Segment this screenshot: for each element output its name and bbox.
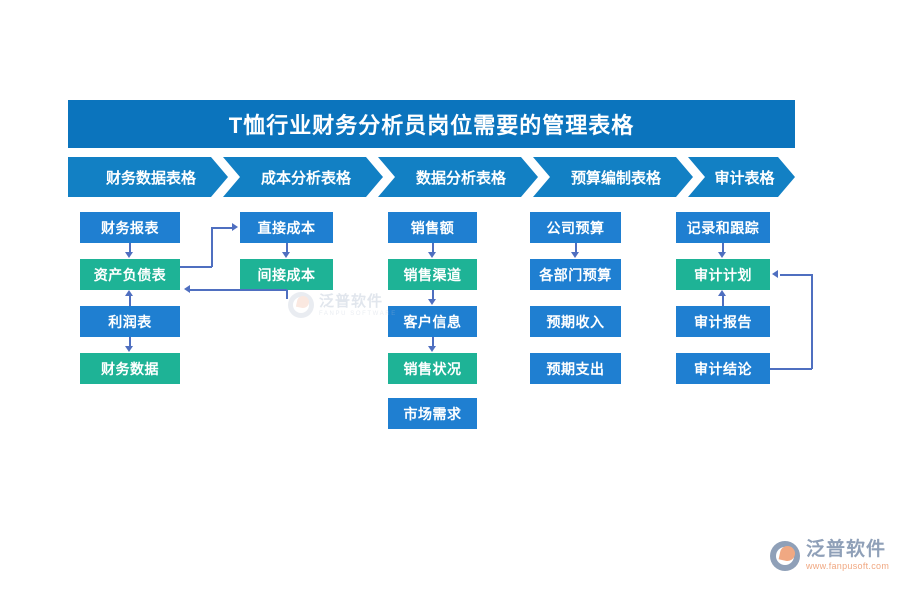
brand-logo: 泛普软件 www.fanpusoft.com xyxy=(770,540,889,571)
arrowhead-c5-1 xyxy=(718,252,726,258)
chevron-label-5: 审计表格 xyxy=(714,169,775,187)
node-label: 市场需求 xyxy=(403,405,462,422)
connector-bs-to-dc-h2 xyxy=(211,227,233,229)
arrowhead-c1-2 xyxy=(125,290,133,296)
node-gebumenyusuan[interactable]: 各部门预算 xyxy=(530,259,621,290)
node-label: 记录和跟踪 xyxy=(686,219,760,236)
node-label: 审计计划 xyxy=(694,266,752,283)
category-chevron-row: 财务数据表格 成本分析表格 数据分析表格 预算编制表格 审计表格 xyxy=(68,157,795,197)
connector-bs-to-dc-h1 xyxy=(180,266,212,268)
node-zichanfuzhaibiao[interactable]: 资产负债表 xyxy=(80,259,180,290)
diagram-title-banner: T恤行业财务分析员岗位需要的管理表格 xyxy=(68,100,795,148)
node-xiaoshoue[interactable]: 销售额 xyxy=(388,212,477,243)
connector-jc-to-bs-h xyxy=(190,289,287,291)
node-kehuxinxi[interactable]: 客户信息 xyxy=(388,306,477,337)
node-label: 客户信息 xyxy=(403,313,462,330)
node-shenjibaogao[interactable]: 审计报告 xyxy=(676,306,770,337)
connector-c5-loop-h1 xyxy=(770,368,812,370)
node-yuqishouru[interactable]: 预期收入 xyxy=(530,306,621,337)
watermark-brand-cn: 泛普软件 xyxy=(319,292,384,310)
connector-c1-1 xyxy=(129,243,131,253)
chevron-category-4[interactable]: 预算编制表格 xyxy=(533,157,693,197)
connector-c1-3 xyxy=(129,337,131,347)
arrowhead-c3-1 xyxy=(428,252,436,258)
fanpu-logo-mark-icon xyxy=(288,292,314,318)
chevron-category-2[interactable]: 成本分析表格 xyxy=(223,157,383,197)
node-label: 各部门预算 xyxy=(539,266,612,283)
node-shenjijielun[interactable]: 审计结论 xyxy=(676,353,770,384)
arrowhead-jc-to-bs xyxy=(184,285,190,293)
fanpu-logo-mark-icon xyxy=(770,540,800,571)
node-label: 预期收入 xyxy=(546,313,605,330)
node-label: 公司预算 xyxy=(546,219,605,236)
node-yuqizhichu[interactable]: 预期支出 xyxy=(530,353,621,384)
arrowhead-c1-1 xyxy=(125,252,133,258)
arrowhead-c4-1 xyxy=(571,252,579,258)
connector-c3-2 xyxy=(432,290,434,300)
logo-brand-url: www.fanpusoft.com xyxy=(806,561,890,571)
node-label: 审计报告 xyxy=(694,313,752,330)
connector-jc-to-bs-v xyxy=(286,290,288,299)
node-label: 直接成本 xyxy=(257,219,316,236)
node-caiwubaobiao[interactable]: 财务报表 xyxy=(80,212,180,243)
chevron-category-5[interactable]: 审计表格 xyxy=(688,157,795,197)
node-label: 销售渠道 xyxy=(403,266,462,283)
connector-c5-loop-h2 xyxy=(780,274,812,276)
chevron-label-2: 成本分析表格 xyxy=(260,169,351,187)
node-label: 销售状况 xyxy=(403,360,462,377)
node-label: 财务报表 xyxy=(101,219,159,236)
chevron-category-1[interactable]: 财务数据表格 xyxy=(68,157,228,197)
node-shichangxuqiu[interactable]: 市场需求 xyxy=(388,398,477,429)
node-gongsiyusuan[interactable]: 公司预算 xyxy=(530,212,621,243)
arrowhead-c3-2 xyxy=(428,299,436,305)
node-zhijiechengben[interactable]: 直接成本 xyxy=(240,212,333,243)
arrowhead-c5-loop xyxy=(772,270,778,278)
node-jiluhegenzong[interactable]: 记录和跟踪 xyxy=(676,212,770,243)
connector-c2-1 xyxy=(286,243,288,253)
node-label: 间接成本 xyxy=(257,266,316,283)
connector-c3-1 xyxy=(432,243,434,253)
arrowhead-c1-3 xyxy=(125,346,133,352)
connector-c3-3 xyxy=(432,337,434,347)
connector-c5-1 xyxy=(722,243,724,253)
connector-c4-1 xyxy=(575,243,577,253)
node-caiwushuju[interactable]: 财务数据 xyxy=(80,353,180,384)
node-label: 预期支出 xyxy=(546,360,605,377)
connector-bs-to-dc-v xyxy=(211,227,213,267)
center-watermark: 泛普软件 FANPU SOFTWARE xyxy=(288,292,397,318)
arrowhead-c5-2 xyxy=(718,290,726,296)
node-lirunbiao[interactable]: 利润表 xyxy=(80,306,180,337)
arrowhead-c2-1 xyxy=(282,252,290,258)
chevron-label-1: 财务数据表格 xyxy=(105,169,196,187)
connector-c5-2 xyxy=(722,296,724,306)
connector-c5-loop-v xyxy=(811,274,813,369)
node-label: 财务数据 xyxy=(101,360,159,377)
node-label: 销售额 xyxy=(410,219,455,236)
node-label: 审计结论 xyxy=(694,360,752,377)
page-title: T恤行业财务分析员岗位需要的管理表格 xyxy=(228,113,635,138)
chevron-category-3[interactable]: 数据分析表格 xyxy=(378,157,538,197)
logo-brand-cn: 泛普软件 xyxy=(806,539,887,560)
chevron-label-4: 预算编制表格 xyxy=(570,169,661,187)
node-xiaoshouqudao[interactable]: 销售渠道 xyxy=(388,259,477,290)
arrowhead-c3-3 xyxy=(428,346,436,352)
node-shenjijihua[interactable]: 审计计划 xyxy=(676,259,770,290)
chevron-label-3: 数据分析表格 xyxy=(415,169,506,187)
node-label: 利润表 xyxy=(108,313,152,330)
node-label: 资产负债表 xyxy=(93,266,167,283)
node-jianjiechengben[interactable]: 间接成本 xyxy=(240,259,333,290)
arrowhead-bs-to-dc xyxy=(232,223,238,231)
connector-c1-2 xyxy=(129,296,131,306)
node-xiaoshouzhuangkuang[interactable]: 销售状况 xyxy=(388,353,477,384)
watermark-brand-en: FANPU SOFTWARE xyxy=(319,310,397,317)
